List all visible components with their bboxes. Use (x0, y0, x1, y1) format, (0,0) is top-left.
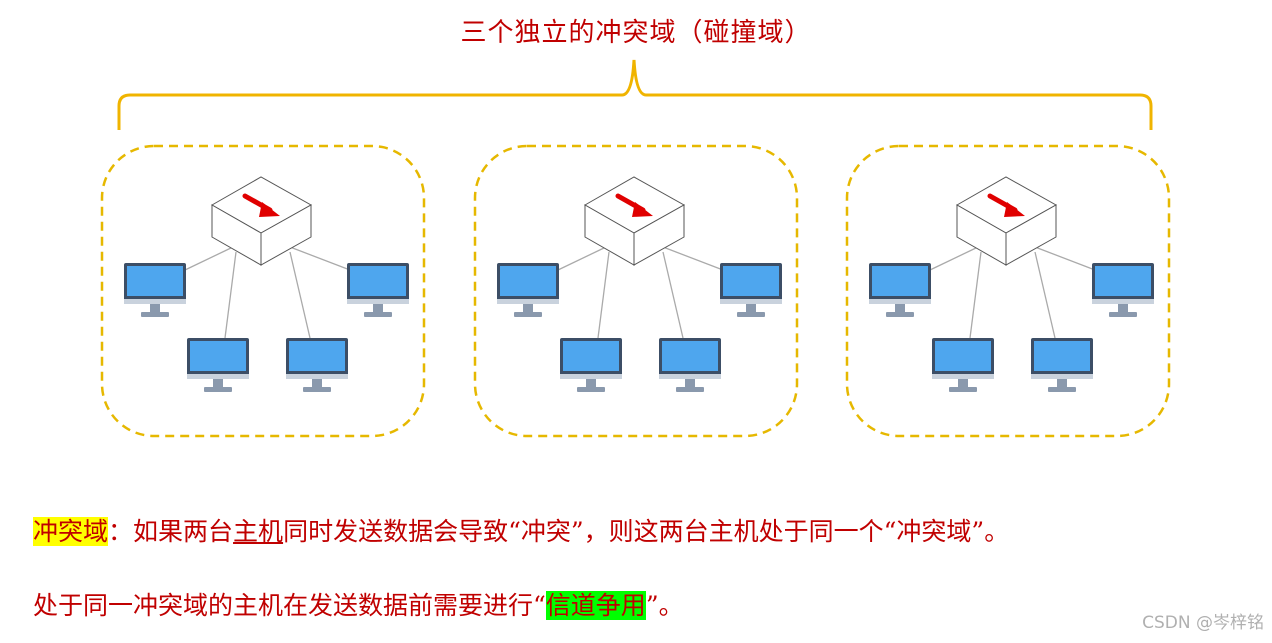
monitor-icon (286, 338, 348, 392)
switch-icon (210, 176, 313, 266)
domain-boundary (845, 144, 1171, 438)
collision-domain (100, 144, 426, 438)
domain-boundary (100, 144, 426, 438)
monitor-icon (932, 338, 994, 392)
monitor-icon (497, 263, 559, 317)
watermark: CSDN @岑梓铭 (1142, 613, 1264, 633)
definition-line: 冲突域：如果两台主机同时发送数据会导致“冲突”，则这两台主机处于同一个“冲突域”… (33, 512, 1009, 548)
network-cable (929, 246, 979, 271)
switch-icon (583, 176, 686, 266)
note-line: 处于同一冲突域的主机在发送数据前需要进行“信道争用”。 (33, 586, 684, 622)
monitor-icon (560, 338, 622, 392)
term-host: 主机 (233, 517, 284, 546)
definition-part2: 同时发送数据会导致“冲突”，则这两台主机处于同一个“冲突域”。 (283, 517, 1010, 546)
network-cable (662, 246, 724, 271)
definition-colon: ： (108, 517, 134, 546)
term-collision-domain: 冲突域 (33, 517, 109, 546)
network-cable (224, 251, 237, 339)
network-cable (1034, 251, 1056, 339)
collision-domain (473, 144, 799, 438)
monitor-icon (187, 338, 249, 392)
monitor-icon (720, 263, 782, 317)
network-cable (289, 246, 351, 271)
term-channel-contention: 信道争用 (545, 591, 646, 620)
network-cable (184, 246, 234, 271)
note-part2: ”。 (645, 591, 684, 620)
network-cable (969, 251, 982, 339)
note-part1: 处于同一冲突域的主机在发送数据前需要进行“ (33, 591, 546, 620)
switch-icon (955, 176, 1058, 266)
monitor-icon (347, 263, 409, 317)
monitor-icon (659, 338, 721, 392)
monitor-icon (1031, 338, 1093, 392)
network-cable (289, 251, 311, 339)
domain-boundary (473, 144, 799, 438)
network-cable (662, 251, 684, 339)
network-cable (1034, 246, 1096, 271)
network-cable (597, 251, 610, 339)
monitor-icon (124, 263, 186, 317)
grouping-brace (117, 59, 1153, 130)
monitor-icon (1092, 263, 1154, 317)
network-cable (557, 246, 607, 271)
definition-part1: 如果两台 (133, 517, 234, 546)
monitor-icon (869, 263, 931, 317)
diagram-title: 三个独立的冲突域（碰撞域） (460, 18, 812, 48)
collision-domain (845, 144, 1171, 438)
